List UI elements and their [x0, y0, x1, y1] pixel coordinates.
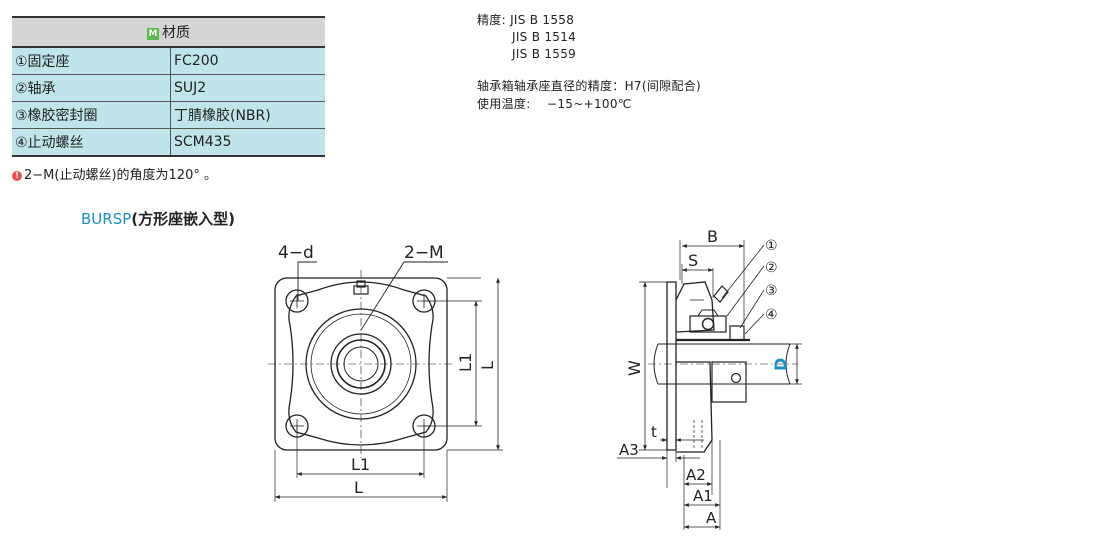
table-row: ④止动螺丝 SCM435: [12, 128, 325, 157]
material-badge-icon: M: [147, 28, 159, 40]
material-cell: SCM435: [170, 128, 325, 157]
material-cell: 丁腈橡胶(NBR): [170, 101, 325, 129]
warning-icon: !: [12, 171, 22, 181]
dim-s: S: [688, 251, 698, 270]
precision-line: JIS B 1559: [512, 47, 577, 61]
flange-plate: [666, 281, 677, 451]
dim-b: B: [707, 227, 718, 246]
section-name: (方形座嵌入型): [131, 210, 235, 228]
material-cell: SUJ2: [170, 74, 325, 102]
table-row: ②轴承 SUJ2: [12, 74, 325, 102]
front-view: [268, 261, 503, 502]
precision-line: JIS B 1558: [510, 13, 575, 27]
shaft: [658, 343, 790, 385]
side-view: [617, 240, 802, 530]
precision-block: 精度: JIS B 1558: [477, 12, 574, 29]
table-row: ①固定座 FC200: [12, 47, 325, 75]
material-cell: FC200: [170, 47, 325, 75]
lock-collar: [711, 361, 747, 403]
callout-3: ③: [765, 283, 778, 299]
hole-label: 4−d: [278, 243, 314, 263]
set-screw-hole: [730, 372, 742, 384]
part-cell: ④止动螺丝: [12, 128, 171, 157]
dim-a1: A1: [693, 487, 713, 505]
temperature-label: 使用温度:: [477, 97, 531, 111]
temperature-value: −15~+100℃: [547, 97, 632, 111]
dim-a2: A2: [686, 466, 706, 484]
precision-line: JIS B 1514: [512, 30, 577, 44]
bearing-ball: [701, 317, 715, 331]
section-title: BURSP(方形座嵌入型): [81, 208, 235, 229]
housing-body-top: [675, 281, 715, 333]
dim-t: t: [651, 423, 657, 441]
dim-l-vertical: L: [478, 361, 497, 370]
angle-note: !2−M(止动螺丝)的角度为120° 。: [12, 164, 217, 183]
table-row: ③橡胶密封圈 丁腈橡胶(NBR): [12, 101, 325, 129]
material-header-label: 材质: [162, 25, 190, 41]
section-code: BURSP: [81, 210, 132, 228]
angle-note-text: 2−M(止动螺丝)的角度为120° 。: [24, 168, 217, 183]
dim-a3: A3: [619, 441, 639, 459]
dim-l1-vertical: L1: [456, 353, 475, 372]
bearing-section: [689, 315, 727, 333]
part-cell: ②轴承: [12, 74, 171, 102]
screw-label: 2−M: [404, 243, 444, 263]
dim-l1-horizontal: L1: [351, 455, 370, 474]
callout-4: ④: [765, 307, 778, 323]
housing-outline: [288, 281, 434, 446]
dim-d: D: [771, 358, 790, 371]
dim-l-horizontal: L: [354, 478, 363, 497]
precision-label: 精度:: [477, 13, 506, 27]
callout-2: ②: [765, 260, 778, 276]
dim-w: W: [625, 360, 644, 376]
housing-body-bottom: [676, 361, 713, 453]
temperature-row: 使用温度: −15~+100℃: [477, 96, 632, 113]
callout-1: ①: [765, 238, 778, 254]
dim-a: A: [706, 509, 717, 527]
housing-precision: 轴承箱轴承座直径的精度：H7(间隙配合): [477, 79, 702, 93]
part-cell: ③橡胶密封圈: [12, 101, 171, 129]
part-cell: ①固定座: [12, 47, 171, 75]
